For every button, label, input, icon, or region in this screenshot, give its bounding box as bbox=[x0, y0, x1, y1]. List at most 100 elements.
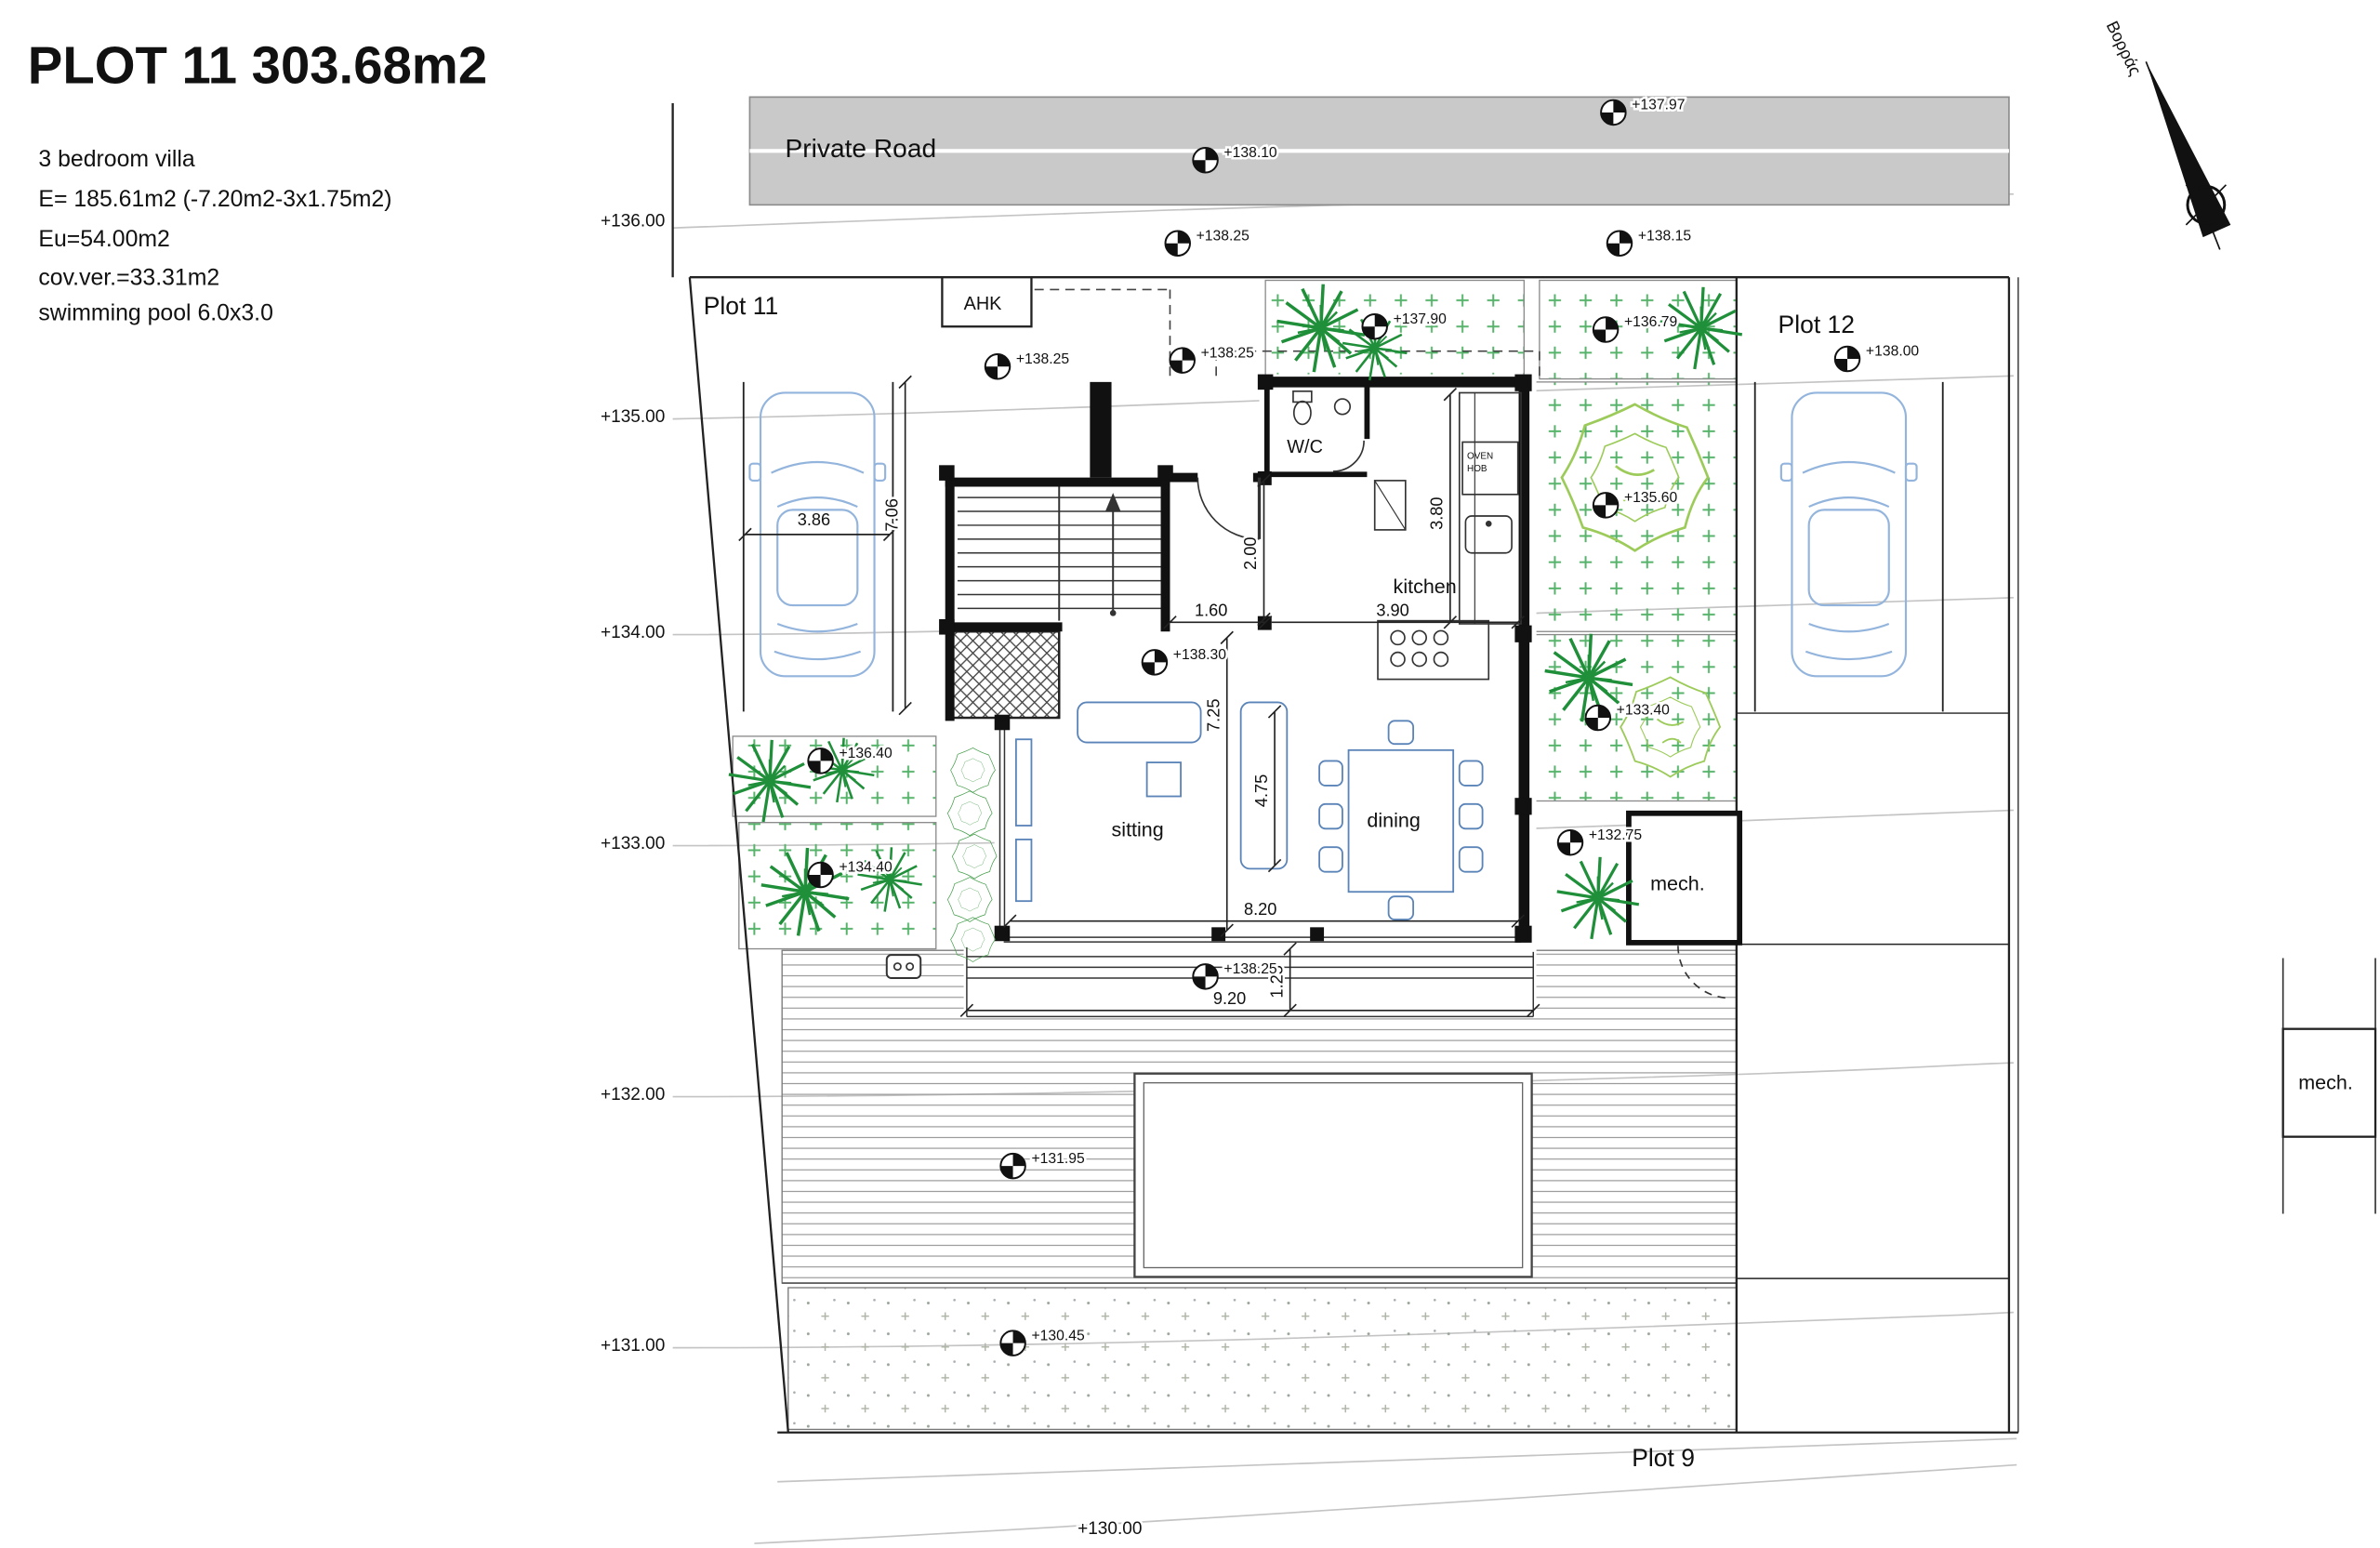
spot-elevation: +137.90 bbox=[1361, 309, 1449, 340]
spot-elevation-value: +138.15 bbox=[1638, 228, 1692, 244]
glazing bbox=[998, 721, 1522, 943]
plot9-label: Plot 9 bbox=[1632, 1444, 1695, 1472]
kitchen-fixtures: OVEN HOB bbox=[1373, 391, 1522, 681]
info-line: Eu=54.00m2 bbox=[38, 227, 169, 252]
car-plot12 bbox=[1779, 391, 1918, 678]
tv-console bbox=[1014, 738, 1033, 827]
sand-area bbox=[787, 1287, 1738, 1431]
spot-elevation-value: +138.30 bbox=[1173, 647, 1227, 663]
contour-label: +132.00 bbox=[601, 1085, 665, 1105]
swimming-pool bbox=[1133, 1072, 1533, 1278]
wc-fixtures bbox=[1292, 390, 1352, 426]
spot-elevation-value: +130.45 bbox=[1031, 1328, 1085, 1343]
compass-circle bbox=[2186, 184, 2227, 225]
dim-1-25: 1.25 bbox=[1267, 965, 1286, 998]
spot-elevation-value: +138.25 bbox=[1197, 228, 1250, 244]
columns bbox=[939, 374, 1532, 943]
dim-7-06: 7.06 bbox=[882, 498, 901, 531]
spot-elevation-value: +138.25 bbox=[1201, 345, 1255, 361]
spot-elevation: +138.25 bbox=[984, 349, 1072, 380]
wc-label: W/C bbox=[1287, 437, 1323, 457]
spot-elevation: +138.25 bbox=[1169, 343, 1257, 374]
spot-elevation: +132.75 bbox=[1556, 825, 1645, 856]
title-block: PLOT 11 303.68m2 3 bedroom villa E= 185.… bbox=[28, 35, 487, 325]
drain-grate bbox=[885, 954, 922, 980]
spot-elevation: +138.15 bbox=[1606, 226, 1694, 258]
mech-room: mech. bbox=[1626, 810, 1743, 999]
planter-block bbox=[950, 630, 1061, 720]
dim-8-20: 8.20 bbox=[1244, 900, 1276, 919]
kitchen-sink bbox=[1464, 515, 1513, 554]
oven-unit bbox=[1461, 441, 1519, 496]
dining-label: dining bbox=[1367, 810, 1420, 832]
info-line: E= 185.61m2 (-7.20m2-3x1.75m2) bbox=[38, 187, 391, 212]
mech-room-label: mech. bbox=[1650, 873, 1705, 895]
parking bbox=[742, 381, 1944, 712]
plot11-label: Plot 11 bbox=[704, 292, 779, 320]
spot-elevation: +136.79 bbox=[1592, 312, 1680, 343]
dim-3-90: 3.90 bbox=[1376, 602, 1408, 620]
spot-elevation-value: +136.79 bbox=[1624, 314, 1677, 330]
spot-elevation-value: +137.90 bbox=[1394, 311, 1448, 327]
dim-3-86: 3.86 bbox=[798, 510, 830, 529]
contour-label: +133.00 bbox=[601, 834, 665, 853]
spot-elevation-value: +131.95 bbox=[1031, 1151, 1085, 1167]
oven-label: OVEN bbox=[1467, 452, 1493, 462]
spot-elevation: +138.30 bbox=[1141, 645, 1229, 676]
info-line: 3 bedroom villa bbox=[38, 147, 195, 172]
coffee-table bbox=[1145, 761, 1182, 798]
spot-elevations: +137.97 +138.10 +138.25 +138.15 +137.90 … bbox=[807, 95, 1922, 1356]
spot-elevation: +135.60 bbox=[1592, 488, 1680, 519]
spot-elevation-value: +138.25 bbox=[1016, 351, 1070, 367]
spot-elevation-value: +136.40 bbox=[839, 746, 892, 761]
walls bbox=[945, 377, 1530, 933]
spot-elevation: +138.25 bbox=[1192, 959, 1279, 990]
private-road: Private Road bbox=[748, 96, 2010, 206]
kitchen-label: kitchen bbox=[1394, 576, 1457, 598]
page-title: PLOT 11 303.68m2 bbox=[28, 35, 487, 94]
dim-1-60: 1.60 bbox=[1195, 602, 1227, 620]
spot-elevation-value: +137.97 bbox=[1632, 98, 1685, 113]
fridge bbox=[1373, 480, 1407, 531]
dimensions: 3.86 7.06 2.00 3.80 1.60 3.90 7.25 4.75 … bbox=[738, 375, 1540, 1018]
spot-elevation-value: +133.40 bbox=[1617, 703, 1671, 719]
dim-9-20: 9.20 bbox=[1213, 989, 1246, 1008]
info-line: swimming pool 6.0x3.0 bbox=[38, 301, 272, 326]
dim-3-80: 3.80 bbox=[1428, 496, 1447, 529]
north-arrow: Βορράς bbox=[2103, 18, 2231, 250]
contour-label: +134.00 bbox=[601, 623, 665, 642]
stair-direction-arrow bbox=[1104, 493, 1121, 616]
spot-elevation-value: +132.75 bbox=[1589, 827, 1643, 843]
spot-elevation: +133.40 bbox=[1584, 700, 1673, 732]
building: OVEN HOB bbox=[939, 276, 1743, 999]
spot-elevation: +138.00 bbox=[1833, 341, 1922, 373]
terrace-area bbox=[781, 946, 1738, 1431]
ahk-label: AHK bbox=[964, 294, 1003, 314]
wc-sink bbox=[1333, 398, 1352, 416]
spot-elevation: +130.45 bbox=[999, 1326, 1087, 1356]
plot12-label: Plot 12 bbox=[1778, 311, 1855, 338]
north-label: Βορράς bbox=[2103, 18, 2145, 78]
spot-elevation-value: +138.25 bbox=[1223, 961, 1277, 977]
dim-4-75: 4.75 bbox=[1252, 774, 1271, 807]
spot-elevation: +137.97 bbox=[1600, 95, 1687, 126]
dim-2-00: 2.00 bbox=[1241, 537, 1260, 570]
deck-steps bbox=[966, 946, 1535, 1018]
info-line: cov.ver.=33.31m2 bbox=[38, 265, 219, 290]
contour-label: +136.00 bbox=[601, 212, 665, 232]
dim-7-25: 7.25 bbox=[1204, 698, 1223, 731]
doors bbox=[1197, 440, 1365, 540]
dining-furniture bbox=[1318, 720, 1484, 920]
spot-elevation-value: +134.40 bbox=[839, 860, 892, 876]
plot-labels: Plot 11 Plot 12 Plot 9 bbox=[704, 292, 1855, 1472]
ahk-box: AHK bbox=[941, 276, 1033, 328]
spot-elevation: +131.95 bbox=[999, 1148, 1087, 1180]
contour-labels: +136.00 +135.00 +134.00 +133.00 +132.00 … bbox=[601, 212, 1144, 1541]
spot-elevation: +138.10 bbox=[1192, 142, 1279, 174]
spot-elevation: +138.25 bbox=[1164, 226, 1252, 258]
spot-elevation-value: +138.10 bbox=[1223, 145, 1277, 161]
contour-label: +131.00 bbox=[601, 1336, 665, 1356]
spot-elevation: +134.40 bbox=[807, 857, 894, 889]
mech-right-label: mech. bbox=[2298, 1071, 2353, 1093]
